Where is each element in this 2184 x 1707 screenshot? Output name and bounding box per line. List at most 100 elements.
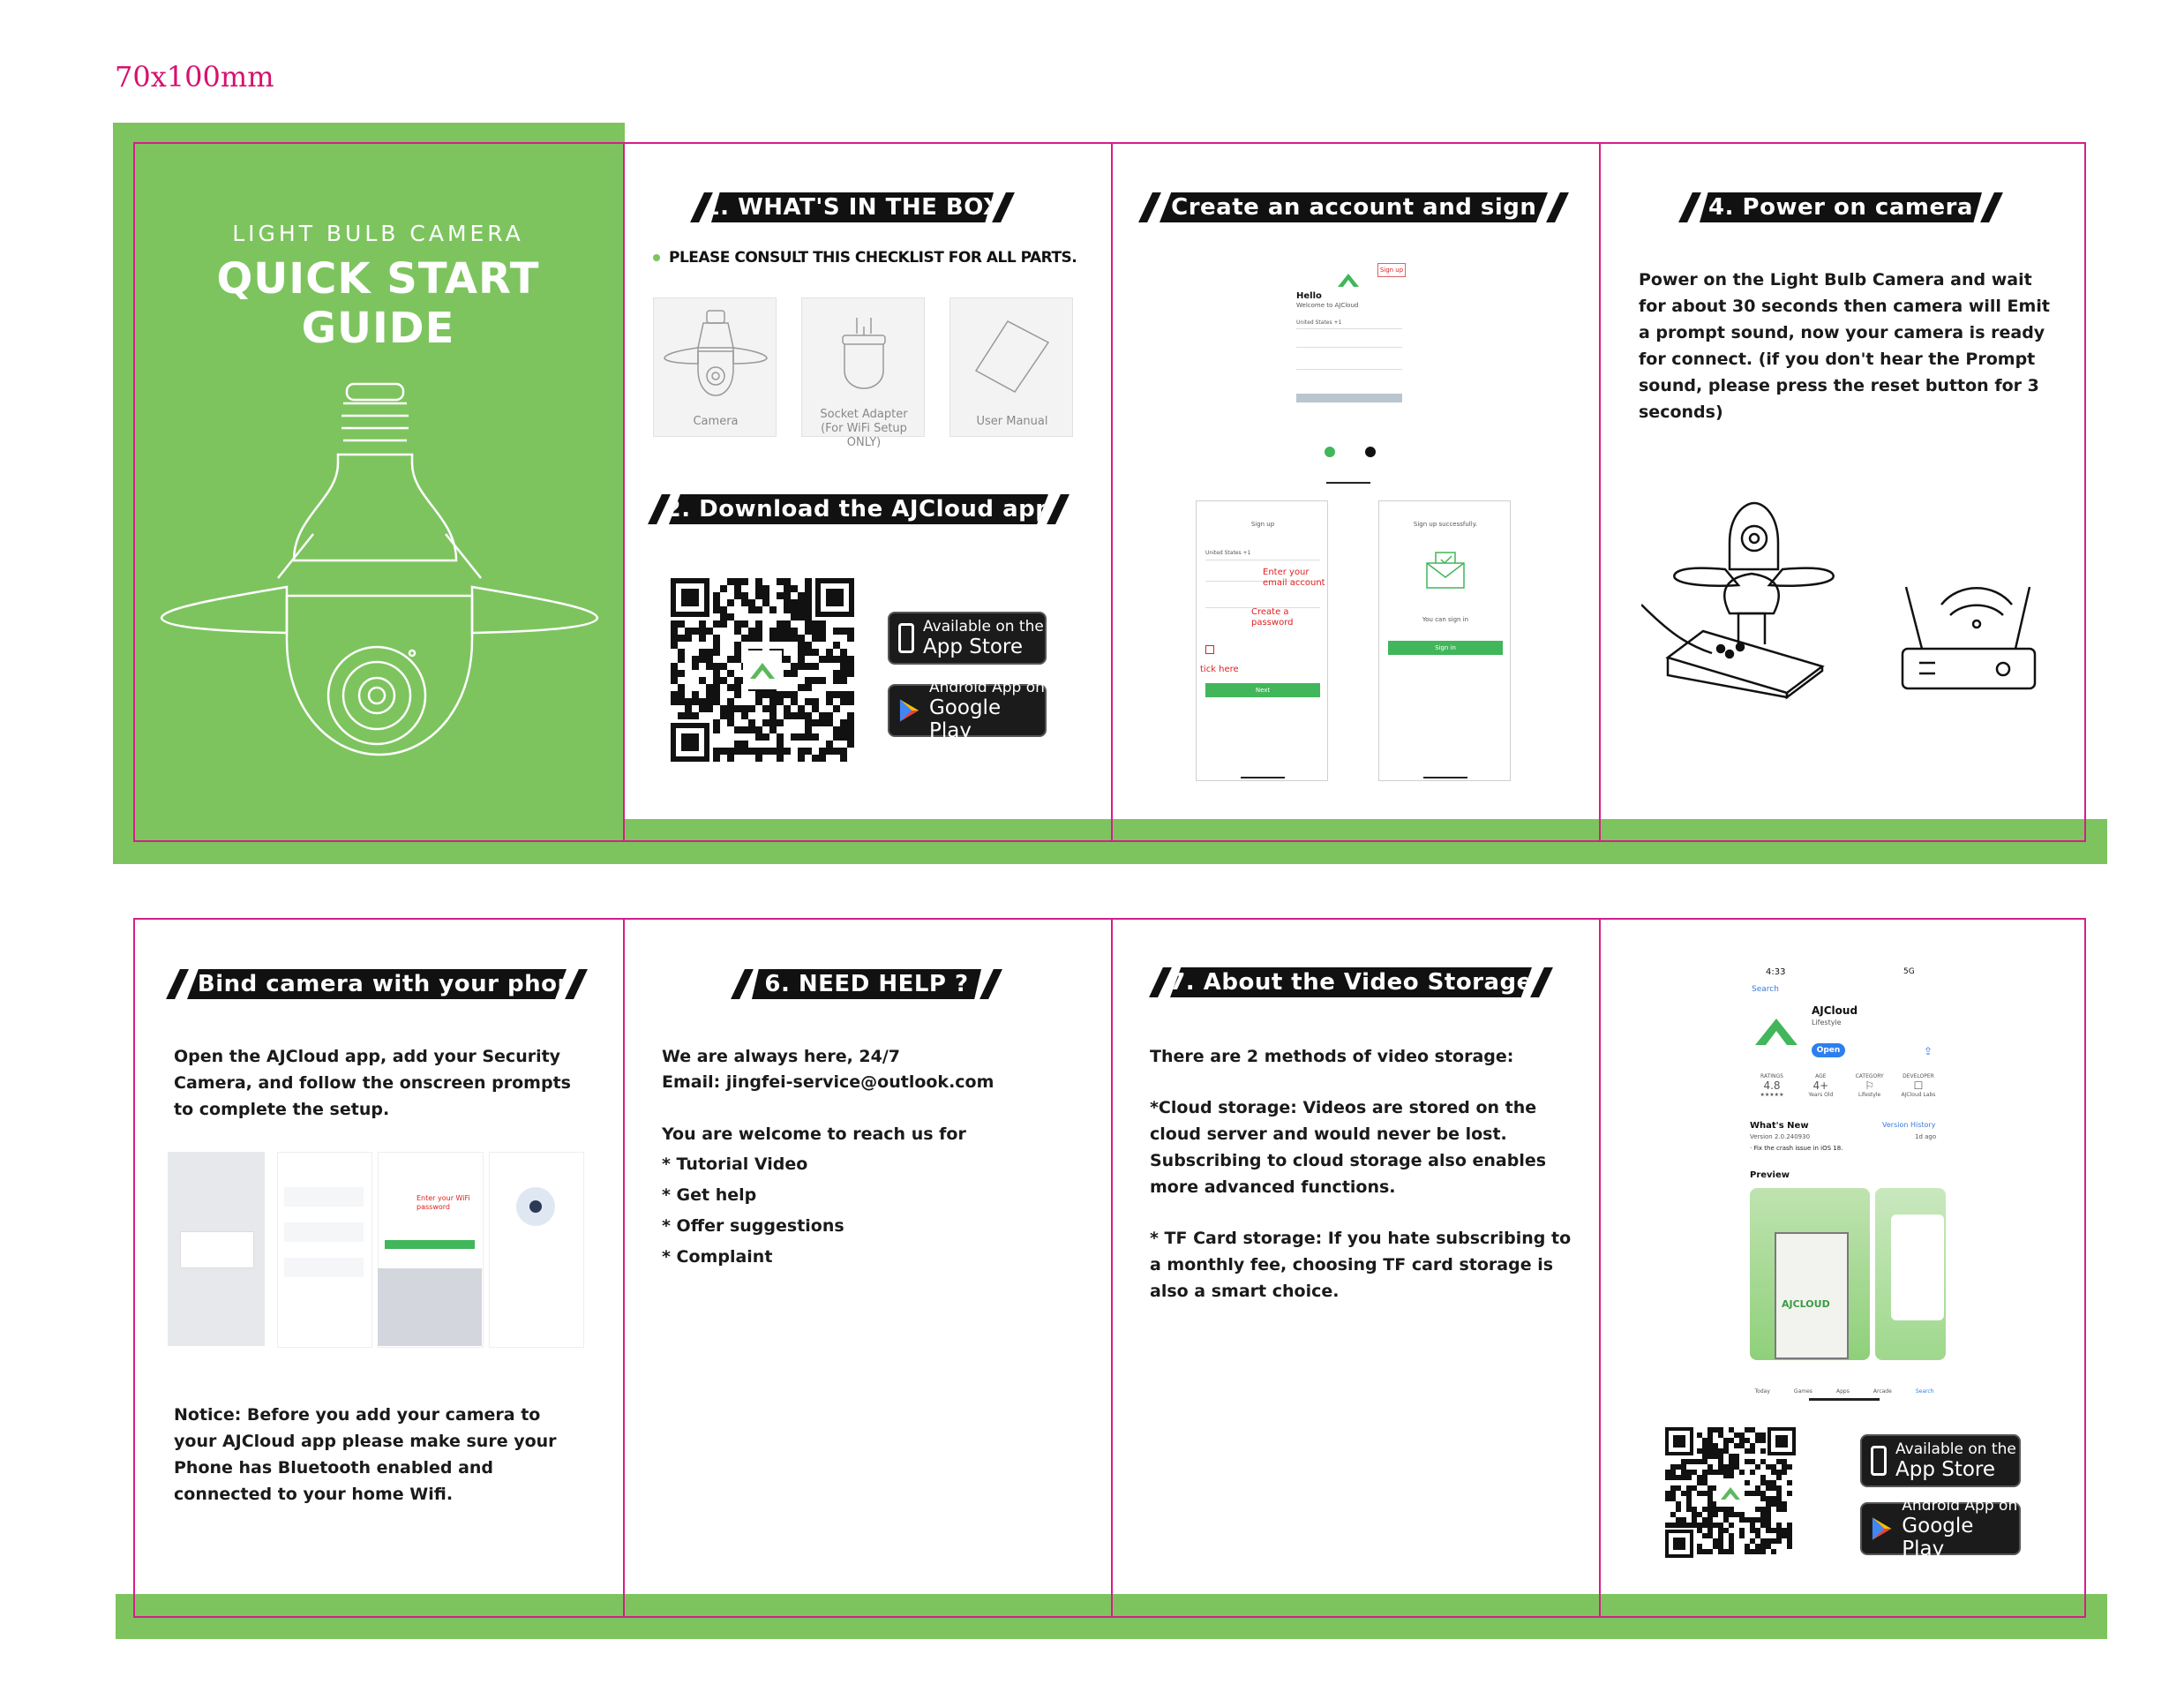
qr-module (1707, 1512, 1713, 1517)
qr-module (706, 691, 713, 698)
google-play-button-2[interactable]: Android App on Google Play (1860, 1497, 2021, 1560)
qr-module (798, 649, 805, 656)
qr-module (755, 755, 762, 762)
qr-module (777, 741, 784, 748)
qr-module (1760, 1459, 1766, 1464)
qr-module (1729, 1507, 1734, 1512)
qr-module (713, 748, 720, 755)
qr-module (819, 677, 826, 684)
login-welcome: Welcome to AJCloud (1296, 302, 1359, 309)
success-signin-button[interactable]: Sign in (1388, 641, 1503, 655)
qr-module (833, 748, 840, 755)
rating-sub: Lifestyle (1858, 1092, 1881, 1098)
qr-module (734, 649, 741, 656)
qr-module (762, 599, 769, 606)
qr-module (812, 705, 819, 712)
qr-module (840, 649, 847, 656)
qr-module (1745, 1459, 1750, 1464)
preview-image-2 (1875, 1188, 1946, 1360)
bind-screen-4 (489, 1152, 584, 1348)
open-button[interactable]: Open (1812, 1043, 1845, 1057)
qr-module (734, 656, 741, 663)
section2-title: 2. Download the AJCloud app (664, 494, 1053, 524)
qr-module (1697, 1523, 1702, 1528)
app-store-button[interactable]: Available on the App Store (888, 612, 1047, 665)
tab-games[interactable]: Games (1793, 1388, 1812, 1395)
tab-arcade[interactable]: Arcade (1873, 1388, 1892, 1395)
section3-title: 3. Create an account and sign in (1137, 192, 1571, 222)
qr-module (1723, 1507, 1729, 1512)
qr-module (1760, 1491, 1766, 1496)
qr-module (840, 733, 847, 741)
qr-module (1713, 1485, 1718, 1491)
qr-module (847, 741, 854, 748)
section7-tf: * TF Card storage: If you hate subscribi… (1150, 1229, 1572, 1301)
qr-module (720, 585, 727, 592)
signup-next-button[interactable]: Next (1205, 683, 1320, 697)
qr-module (1755, 1438, 1760, 1443)
google-play-line1: Android App on (1902, 1497, 2018, 1515)
section5-heading: 5. Bind camera with your phone (166, 969, 588, 999)
qr-module (1766, 1507, 1771, 1512)
qr-module (727, 705, 734, 712)
tab-search[interactable]: Search (1915, 1388, 1934, 1395)
qr-module (1718, 1454, 1723, 1459)
qr-module (1750, 1459, 1755, 1464)
qr-module (777, 748, 784, 755)
qr-module (1782, 1464, 1787, 1470)
qr-module (1718, 1433, 1723, 1438)
qr-module (1718, 1507, 1723, 1512)
qr-module (1760, 1480, 1766, 1485)
version-history-link[interactable]: Version History (1882, 1121, 1936, 1129)
qr-module (1723, 1470, 1729, 1475)
qr-module (678, 620, 685, 628)
share-icon[interactable]: ⇪ (1924, 1045, 1933, 1057)
qr-module (685, 635, 692, 642)
play-icon (899, 699, 919, 722)
section6-email[interactable]: Email: jingfei-service@outlook.com (662, 1072, 994, 1092)
checklist-bullet (653, 254, 660, 261)
back-search-link[interactable]: Search (1752, 985, 1779, 994)
qr-module (812, 719, 819, 726)
app-store-button-2[interactable]: Available on the App Store (1860, 1434, 2021, 1487)
qr-module (727, 698, 734, 705)
qr-module (762, 719, 769, 726)
agree-checkbox[interactable] (1205, 645, 1214, 654)
qr-module (1723, 1528, 1729, 1533)
qr-module (798, 592, 805, 599)
qr-module (1750, 1448, 1755, 1454)
qr-module (727, 656, 734, 663)
qr-module (1707, 1507, 1713, 1512)
login-signin-button[interactable] (1296, 394, 1402, 402)
bind-confirm-button (385, 1240, 475, 1249)
qr-module (1707, 1528, 1713, 1533)
tab-today[interactable]: Today (1754, 1388, 1770, 1395)
box-item-camera: Camera (653, 297, 777, 437)
qr-module (692, 691, 699, 698)
qr-module (1776, 1501, 1782, 1507)
qr-module (1670, 1464, 1676, 1470)
qr-module (1787, 1480, 1792, 1485)
qr-module (826, 691, 833, 698)
qr-module (741, 741, 748, 748)
qr-module (833, 642, 840, 649)
app-store-line1: Available on the (1895, 1440, 2016, 1458)
qr-module (1702, 1480, 1707, 1485)
qr-module (791, 733, 798, 741)
google-play-button[interactable]: Android App on Google Play (888, 679, 1047, 742)
section2-heading: 2. Download the AJCloud app (648, 494, 1069, 524)
qr-module (1755, 1464, 1760, 1470)
qr-module (1771, 1538, 1776, 1544)
tab-apps[interactable]: Apps (1835, 1388, 1850, 1395)
qr-module (1782, 1507, 1787, 1512)
qr-module (671, 635, 678, 642)
qr-module (762, 705, 769, 712)
qr-module (819, 748, 826, 755)
qr-module (1760, 1438, 1766, 1443)
qr-module (777, 733, 784, 741)
tab-bar: Today Games Apps Arcade Search (1743, 1366, 1946, 1395)
qr-module (1782, 1533, 1787, 1538)
qr-module (699, 628, 706, 635)
signup-link[interactable]: Sign up (1377, 263, 1406, 277)
qr-module (1776, 1470, 1782, 1475)
